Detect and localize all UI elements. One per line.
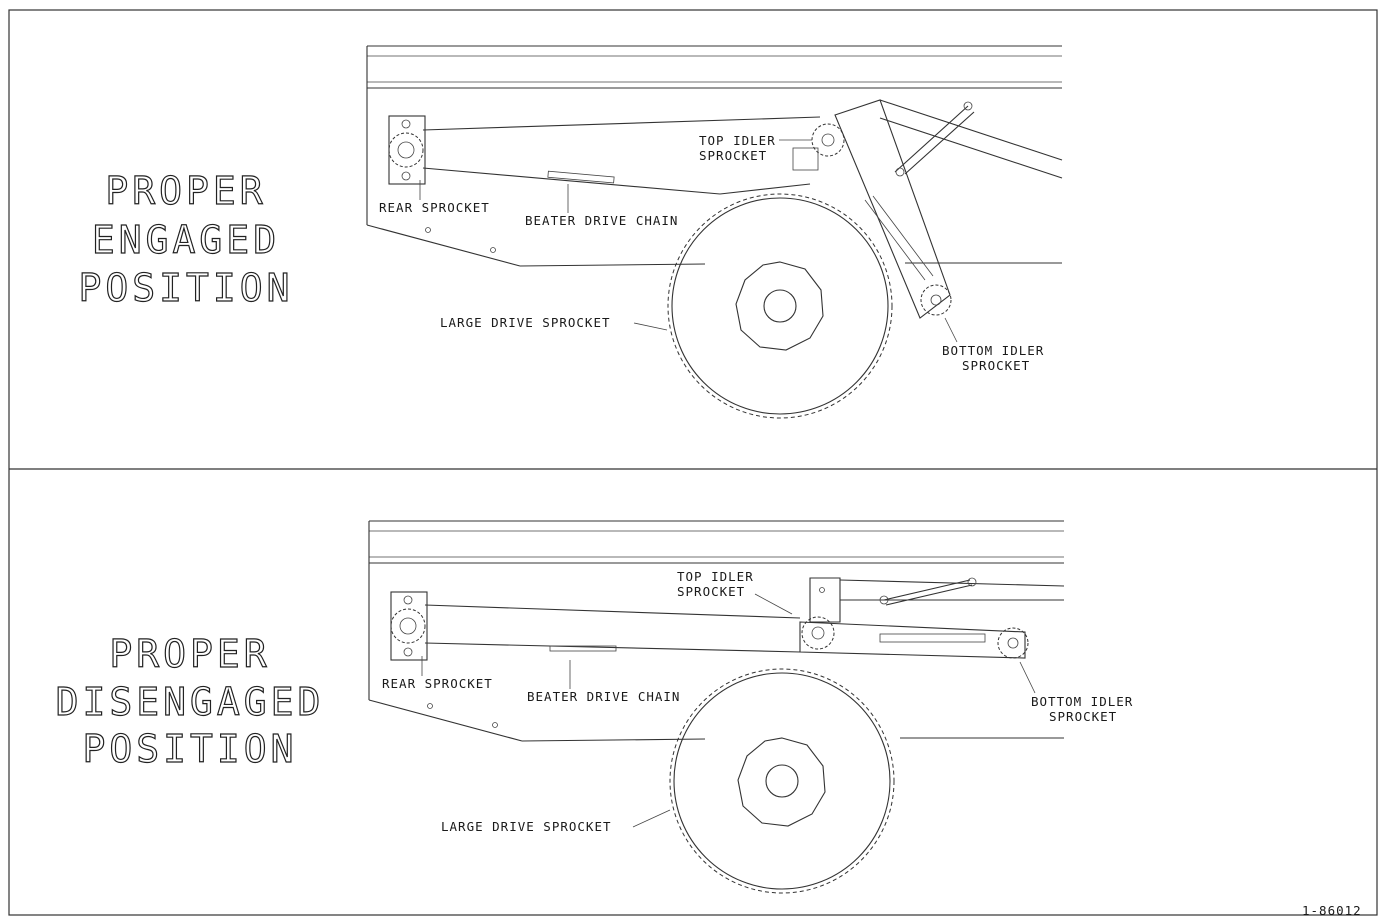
label-bottom-idler-2: SPROCKET [1049,709,1117,724]
machine-frame [366,45,1062,267]
rear-sprocket [390,591,428,661]
title-line-1: PROPER [109,632,270,676]
label-beater-chain: BEATER DRIVE CHAIN [527,689,680,704]
label-bottom-idler-2: SPROCKET [962,358,1030,373]
top-idler-sprocket [801,616,835,650]
label-large-sprocket: LARGE DRIVE SPROCKET [441,819,612,834]
title-line-2: DISENGAGED [56,680,325,724]
beater-drive-chain [422,116,821,195]
outer-frame [8,9,1378,916]
label-bottom-idler-1: BOTTOM IDLER [942,343,1044,358]
label-top-idler-2: SPROCKET [699,148,767,163]
label-top-idler-1: TOP IDLER [677,569,754,584]
top-idler-sprocket [811,123,845,157]
large-drive-sprocket [667,193,893,419]
label-rear-sprocket: REAR SPROCKET [382,676,493,691]
panel-disengaged: PROPER DISENGAGED POSITION [55,520,1133,894]
idler-arm [799,577,1065,659]
figure-number: 1-86012 [1302,903,1362,918]
idler-arm [792,99,1063,319]
machine-frame [368,520,1064,742]
title-line-3: POSITION [82,727,297,771]
panel-engaged: PROPER ENGAGED POSITION [78,45,1063,419]
label-large-sprocket: LARGE DRIVE SPROCKET [440,315,611,330]
large-drive-sprocket [669,668,895,894]
title-line-1: PROPER [105,169,266,213]
bottom-idler-sprocket [997,627,1029,659]
label-beater-chain: BEATER DRIVE CHAIN [525,213,678,228]
label-bottom-idler-1: BOTTOM IDLER [1031,694,1133,709]
rear-sprocket [388,115,426,185]
title-line-2: ENGAGED [92,218,280,262]
bottom-idler-sprocket [920,284,952,316]
label-top-idler-1: TOP IDLER [699,133,776,148]
label-rear-sprocket: REAR SPROCKET [379,200,490,215]
label-top-idler-2: SPROCKET [677,584,745,599]
beater-drive-chain [424,604,801,653]
title-line-3: POSITION [78,266,293,310]
